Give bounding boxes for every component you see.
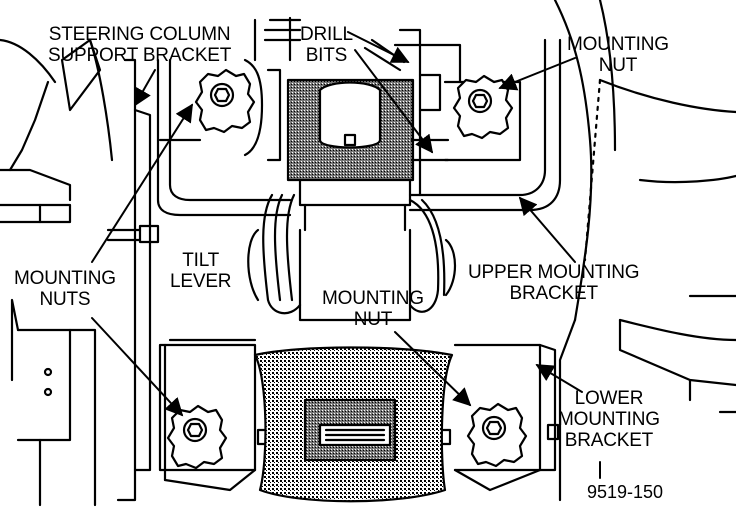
label-tilt-lever: TILT LEVER [170,250,232,292]
upper-right-mounting-nut [452,74,514,140]
leader-mounting-nut-center [394,331,472,407]
label-line: LEVER [170,271,232,292]
label-line: NUT [598,55,638,76]
tilt-lever-assembly [247,193,456,322]
leader-mounting-nuts-a [91,103,193,263]
left-vehicle-structure [0,38,114,507]
label-line: LOWER [574,388,644,409]
leader-lower-bracket [535,364,583,393]
leader-mounting-nut-top [498,57,576,91]
lower-left-mounting-nut [166,404,228,470]
label-line: MOUNTING [567,34,669,55]
label-line: BITS [305,45,348,66]
label-line: UPPER MOUNTING [468,262,640,283]
label-mounting-nut-center: MOUNTING NUT [322,288,424,330]
figure-number: 9519-150 [587,482,664,502]
label-line: MOUNTING [558,409,660,430]
leader-support-bracket [134,69,156,107]
label-mounting-nut-top: MOUNTING NUT [567,34,669,76]
label-mounting-nuts-left: MOUNTING NUTS [14,268,116,310]
leader-drill-bits-a [347,31,410,63]
leader-lines [91,31,601,479]
leader-mounting-nuts-b [91,317,184,417]
label-line: TILT [182,250,220,271]
label-upper-mounting-bracket: UPPER MOUNTING BRACKET [468,262,640,304]
label-line: MOUNTING [14,268,116,289]
leader-upper-bracket [518,196,576,263]
label-drill-bits: DRILL BITS [300,24,353,66]
lower-right-mounting-nut [466,402,528,468]
leader-drill-bits-b [354,49,434,154]
label-line: NUT [353,309,393,330]
label-line: NUTS [39,289,91,310]
label-line: SUPPORT BRACKET [48,45,232,66]
label-line: DRILL [300,24,353,45]
label-line: BRACKET [564,430,654,451]
label-line: MOUNTING [322,288,424,309]
right-vehicle-structure [553,0,736,502]
upper-left-mounting-nut [194,68,256,134]
label-line: STEERING COLUMN [48,24,231,45]
label-line: BRACKET [509,283,599,304]
lower-column-shroud [253,346,454,503]
label-steering-column-support-bracket: STEERING COLUMN SUPPORT BRACKET [48,24,231,66]
steering-column-support-bracket [106,58,160,502]
column-shroud [243,38,450,232]
label-lower-mounting-bracket: LOWER MOUNTING BRACKET [558,388,660,451]
